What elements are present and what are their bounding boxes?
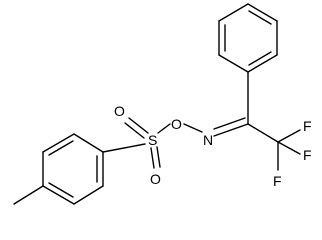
bond [73, 133, 104, 153]
bond [124, 122, 145, 139]
bond [247, 123, 279, 143]
bond [248, 10, 272, 25]
bond [73, 185, 104, 205]
bond [42, 185, 75, 205]
atom-label-oxygen: O [171, 116, 182, 132]
bond [247, 54, 278, 73]
structure-diagram: F F F N O S O O [13, 3, 312, 205]
bond [247, 3, 278, 22]
atom-label-fluorine: F [273, 173, 282, 189]
bond [277, 141, 301, 155]
bond [150, 147, 155, 169]
bond [48, 182, 74, 198]
bond [48, 140, 74, 156]
sulfonyl-group: S O O [114, 103, 161, 187]
bond [157, 129, 163, 134]
bond [218, 3, 249, 22]
atom-label-oxygen: O [114, 103, 125, 119]
atom-label-oxygen: O [150, 171, 161, 187]
bond [13, 185, 44, 205]
atom-label-sulfur: S [148, 132, 157, 148]
bond [161, 123, 171, 131]
bond [42, 133, 75, 153]
molecule-drawing: F F F N O S O O [13, 3, 312, 205]
atom-label-fluorine: F [303, 118, 312, 134]
phenyl-ring [218, 3, 278, 73]
bond [248, 51, 272, 66]
tolyl-ring [42, 133, 104, 205]
bond [213, 123, 249, 137]
bond [128, 117, 149, 134]
bond [277, 129, 301, 143]
bond [102, 143, 146, 153]
atom-label-nitrogen: N [203, 132, 213, 148]
bond [183, 123, 203, 133]
trifluoromethyl-group: F F F [247, 118, 312, 189]
atom-label-fluorine: F [303, 147, 312, 163]
bond [213, 117, 246, 130]
bond [218, 54, 249, 73]
bond [156, 146, 161, 168]
